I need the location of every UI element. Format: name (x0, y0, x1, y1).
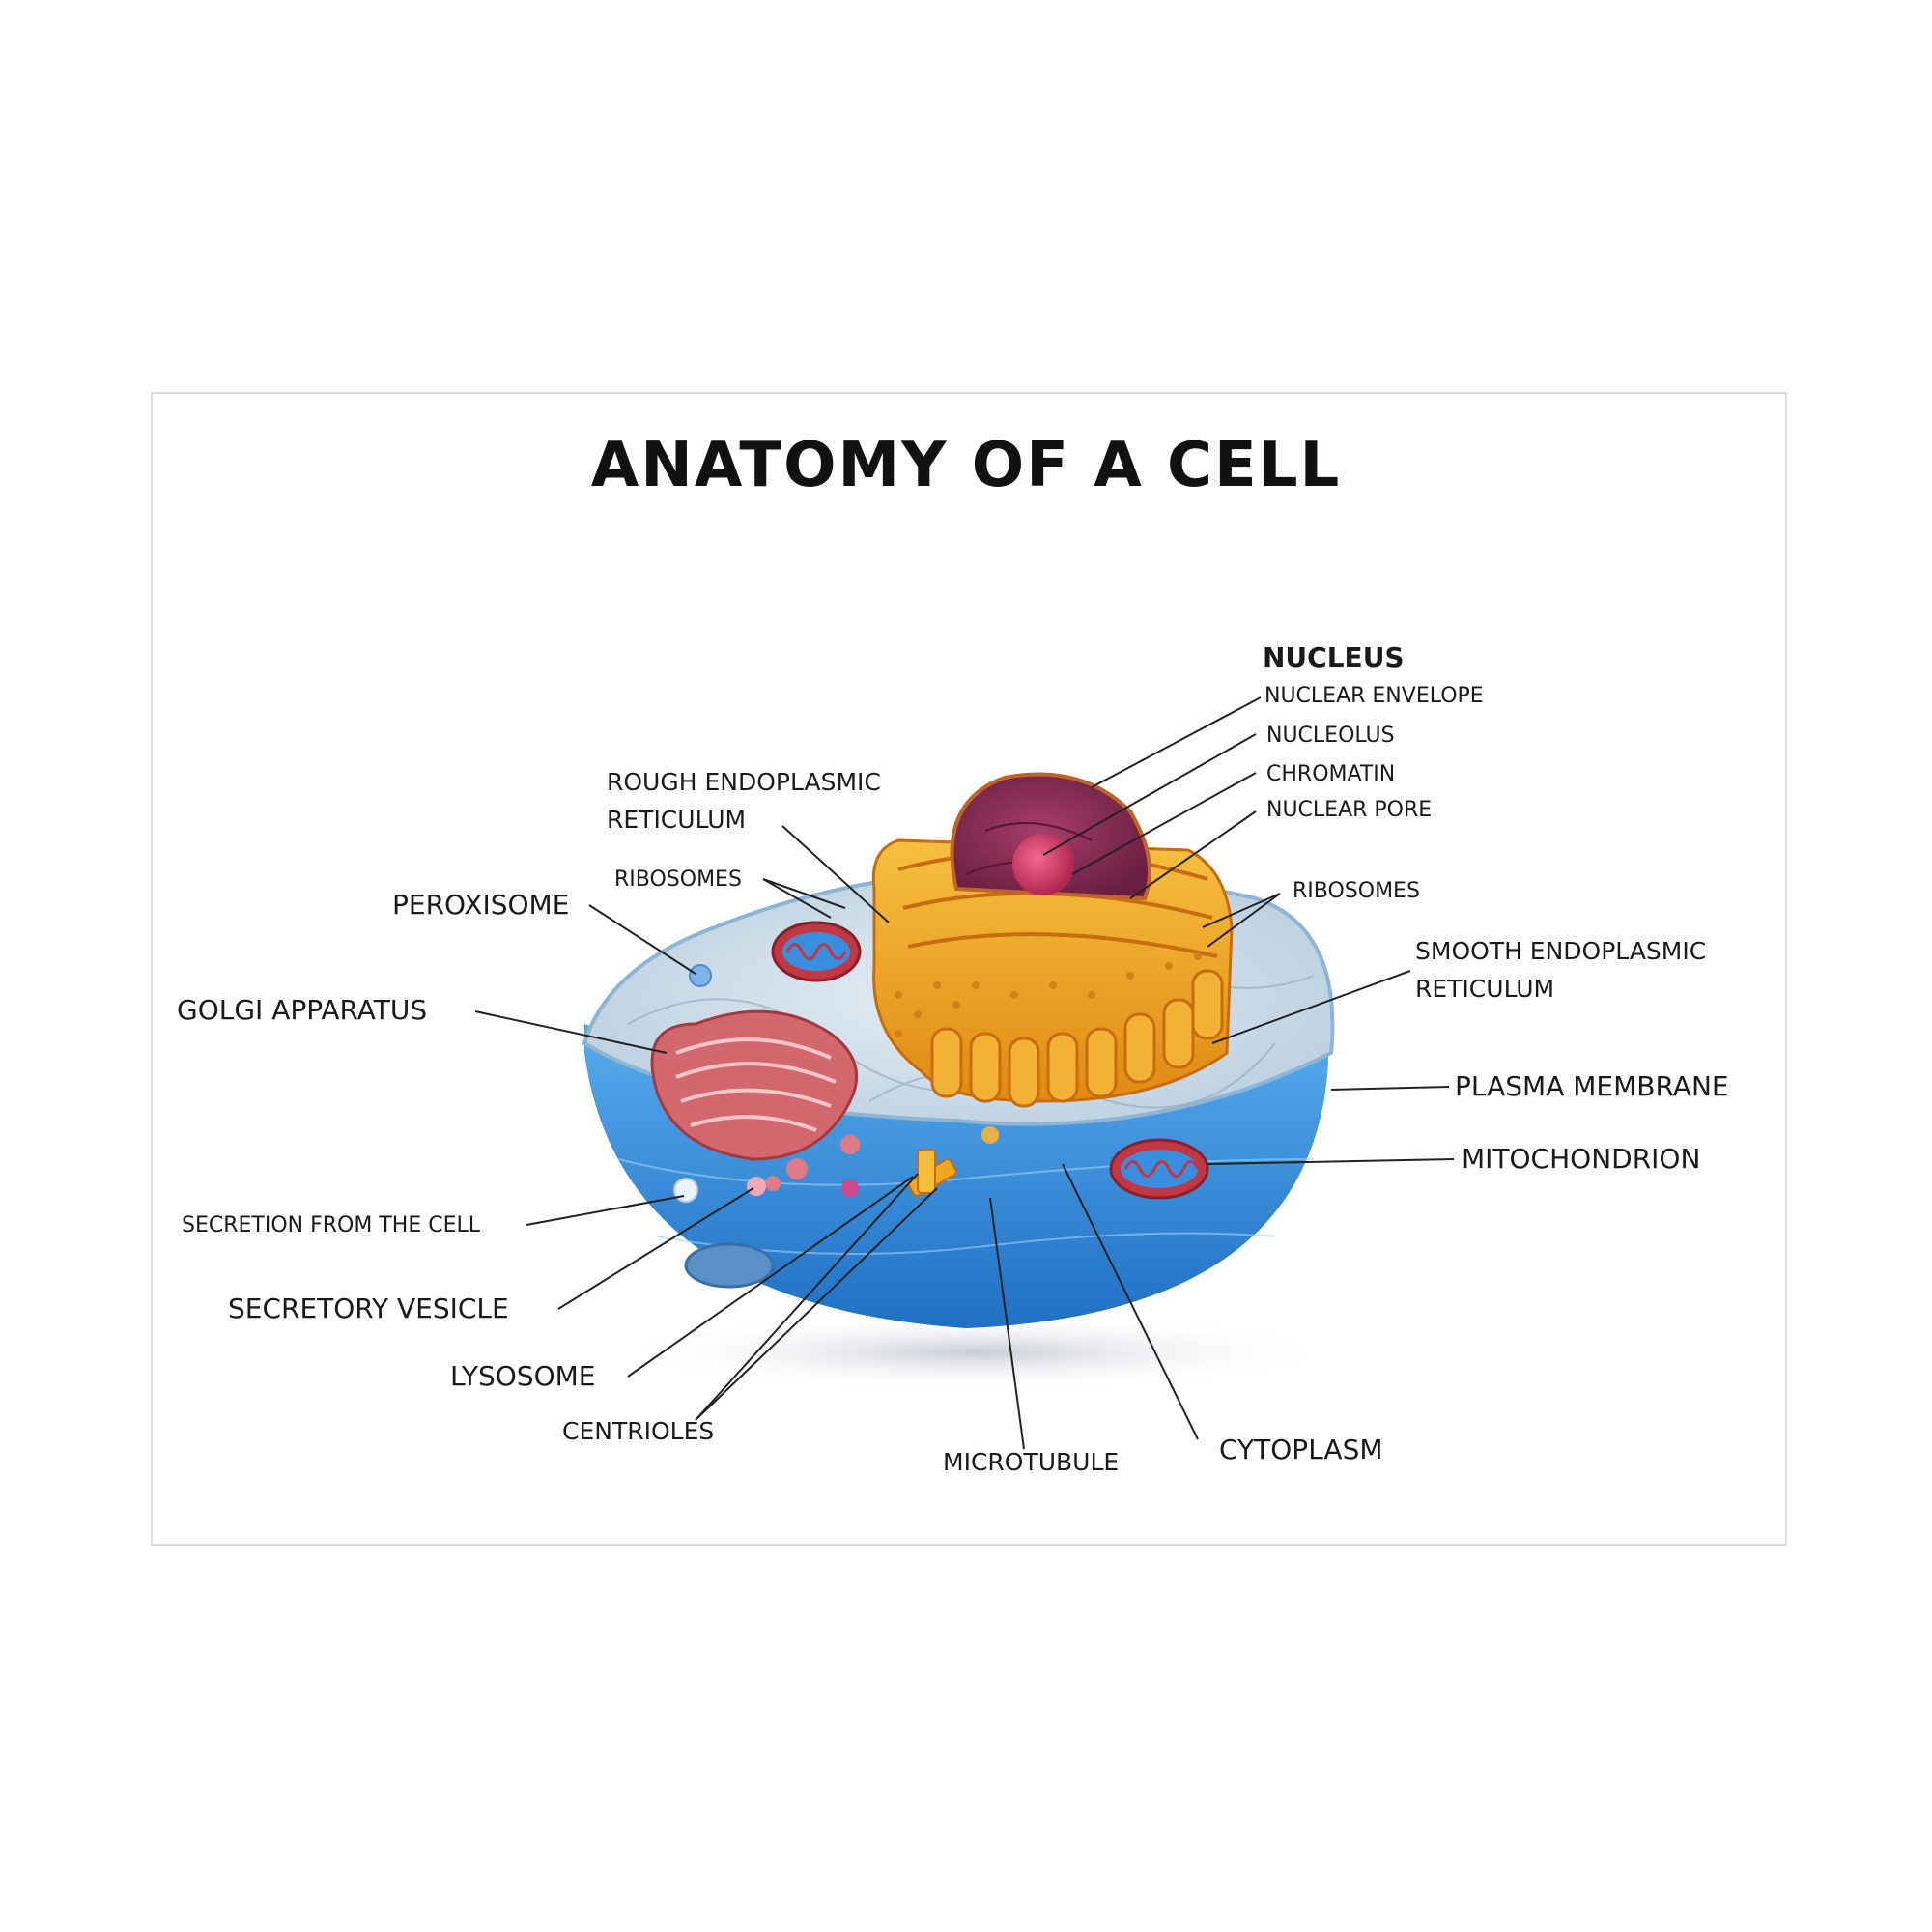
granule-icon (981, 1126, 999, 1144)
ribosome-dots (895, 952, 1202, 1037)
label-golgi: GOLGI APPARATUS (177, 994, 427, 1026)
label-rough-er-line1: ROUGH ENDOPLASMIC (607, 768, 881, 796)
label-cytoplasm: CYTOPLASM (1219, 1434, 1383, 1465)
label-nuclear-envelope: NUCLEAR ENVELOPE (1264, 684, 1484, 708)
label-nucleolus: NUCLEOLUS (1266, 724, 1395, 748)
centrioles-icon (907, 1149, 957, 1197)
label-centrioles: CENTRIOLES (562, 1417, 714, 1445)
label-nucleus: NUCLEUS (1263, 641, 1405, 673)
label-secretion: SECRETION FROM THE CELL (182, 1213, 481, 1237)
peroxisome-icon (689, 964, 712, 987)
golgi-apparatus (650, 1009, 860, 1191)
label-nuclear-pore: NUCLEAR PORE (1266, 798, 1432, 822)
label-microtubule: MICROTUBULE (943, 1448, 1119, 1476)
label-secretory-vesicle: SECRETORY VESICLE (228, 1293, 509, 1324)
lysosome-icon (841, 1179, 859, 1197)
mitochondrion-lower-icon (1109, 1138, 1209, 1200)
label-ribosomes-right: RIBOSOMES (1293, 879, 1420, 903)
leader-lines (474, 696, 1455, 1450)
nucleolus-icon (1012, 834, 1074, 895)
label-plasma-membrane: PLASMA MEMBRANE (1455, 1070, 1729, 1102)
label-peroxisome: PEROXISOME (392, 889, 569, 921)
mitochondrion-upper-icon (771, 921, 862, 982)
label-chromatin: CHROMATIN (1266, 762, 1395, 786)
label-mitochondrion: MITOCHONDRION (1462, 1143, 1700, 1175)
label-smooth-er-line1: SMOOTH ENDOPLASMIC (1415, 937, 1706, 965)
nucleus (950, 772, 1151, 901)
label-ribosomes-left: RIBOSOMES (614, 867, 742, 892)
secretory-vesicle-icon (747, 1177, 766, 1196)
cell-shadow (609, 1314, 1343, 1391)
mitochondrion-inner-icon (684, 1242, 775, 1289)
label-rough-er-line2: RETICULUM (607, 806, 746, 834)
page-title: ANATOMY OF A CELL (590, 430, 1342, 501)
endoplasmic-reticulum (871, 838, 1234, 1108)
label-lysosome: LYSOSOME (450, 1360, 595, 1392)
secretion-icon (673, 1178, 698, 1203)
label-smooth-er-line2: RETICULUM (1415, 975, 1554, 1003)
